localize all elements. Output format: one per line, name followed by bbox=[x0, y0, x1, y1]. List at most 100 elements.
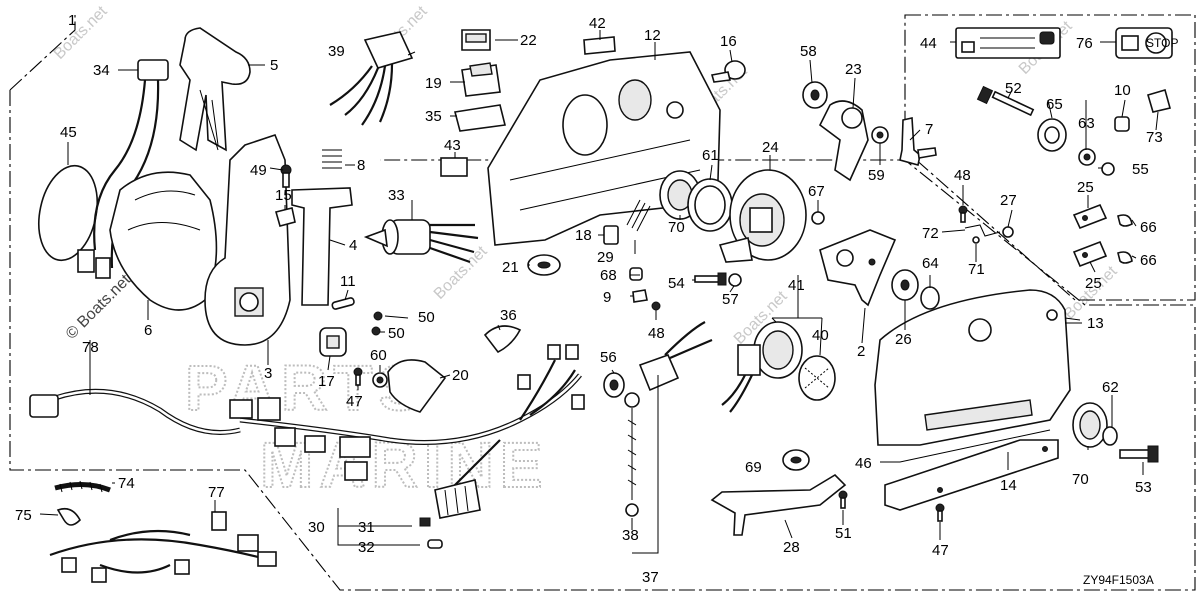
part-62-washer[interactable] bbox=[1102, 426, 1118, 446]
part-47-screw-a[interactable] bbox=[353, 367, 363, 386]
callout-65: 65 bbox=[1046, 96, 1063, 113]
part-25-link-a[interactable] bbox=[1072, 203, 1108, 230]
part-44-caution-label[interactable] bbox=[955, 27, 1061, 59]
part-72-spring[interactable] bbox=[964, 224, 1001, 237]
part-66-clip-a[interactable] bbox=[1117, 214, 1133, 227]
part-60-nut[interactable] bbox=[372, 372, 388, 388]
callout-58: 58 bbox=[800, 43, 817, 60]
part-73-clip[interactable] bbox=[1147, 89, 1171, 113]
part-4-bracket[interactable] bbox=[291, 187, 353, 306]
part-56-grommet[interactable] bbox=[603, 372, 625, 398]
part-36-wire-clip[interactable] bbox=[483, 325, 522, 354]
part-57-nut[interactable] bbox=[728, 273, 742, 287]
callout-35: 35 bbox=[425, 108, 442, 125]
part-65-collar[interactable] bbox=[1037, 118, 1067, 152]
part-18-clip[interactable] bbox=[603, 225, 619, 245]
callout-1: 1 bbox=[68, 12, 76, 29]
main-wire-harness[interactable] bbox=[239, 344, 585, 491]
part-27-clip[interactable] bbox=[1002, 226, 1014, 238]
part-71-pin[interactable] bbox=[972, 236, 980, 244]
part-49-screw[interactable] bbox=[280, 164, 292, 188]
callout-70a: 70 bbox=[668, 219, 685, 236]
part-47-screw-b[interactable] bbox=[935, 503, 945, 522]
part-48-screw-b[interactable] bbox=[958, 205, 968, 223]
part-8-spring[interactable] bbox=[322, 149, 342, 169]
part-58-bushing[interactable] bbox=[802, 81, 828, 109]
part-48-screw-a[interactable] bbox=[651, 301, 661, 311]
part-75-clamp[interactable] bbox=[56, 507, 81, 526]
part-50-screw-b[interactable] bbox=[371, 326, 381, 336]
part-35-gasket[interactable] bbox=[454, 104, 506, 132]
callout-72: 72 bbox=[922, 225, 939, 242]
part-9-clip[interactable] bbox=[632, 289, 648, 303]
part-23-cam-plate[interactable] bbox=[818, 100, 869, 182]
part-22-cap[interactable] bbox=[461, 29, 491, 51]
part-43-label[interactable] bbox=[440, 157, 468, 177]
part-20-plate[interactable] bbox=[387, 359, 447, 413]
part-52-bolt[interactable] bbox=[976, 85, 1035, 117]
part-55-nut[interactable] bbox=[1101, 162, 1115, 176]
callout-labels: 1 2 3 4 5 6 7 8 9 10 11 12 13 14 15 16 1… bbox=[15, 12, 1163, 586]
callout-56: 56 bbox=[600, 349, 617, 366]
part-78-harness[interactable] bbox=[29, 388, 296, 447]
part-76-stop-label[interactable]: STOP bbox=[1115, 27, 1178, 59]
part-3-lever-arm[interactable] bbox=[204, 134, 291, 346]
callout-71: 71 bbox=[968, 261, 985, 278]
part-28-throttle-arm[interactable] bbox=[710, 473, 847, 536]
part-19-switch[interactable] bbox=[461, 62, 501, 97]
callout-67: 67 bbox=[808, 183, 825, 200]
callout-21: 21 bbox=[502, 259, 519, 276]
callout-69: 69 bbox=[745, 459, 762, 476]
part-61-ring[interactable] bbox=[687, 178, 733, 232]
callout-30: 30 bbox=[308, 519, 325, 536]
part-14-cover-plate[interactable] bbox=[884, 439, 1059, 511]
callout-19: 19 bbox=[425, 75, 442, 92]
part-40-trim-switch[interactable] bbox=[798, 355, 836, 401]
part-21-grommet[interactable] bbox=[527, 254, 561, 276]
part-50-screw-a[interactable] bbox=[373, 311, 383, 321]
callout-45: 45 bbox=[60, 124, 77, 141]
part-53-bolt[interactable] bbox=[1119, 445, 1159, 463]
part-54-bolt[interactable] bbox=[694, 272, 727, 286]
part-33-key-switch[interactable] bbox=[363, 219, 479, 264]
callout-20: 20 bbox=[452, 367, 469, 384]
part-26-gear[interactable] bbox=[891, 269, 919, 301]
part-24-drum[interactable] bbox=[718, 169, 807, 263]
part-69-grommet[interactable] bbox=[782, 449, 810, 471]
part-7-lever[interactable] bbox=[899, 117, 937, 167]
callout-62: 62 bbox=[1102, 379, 1119, 396]
part-70-seal-b[interactable] bbox=[1072, 402, 1108, 448]
part-10-nut[interactable] bbox=[1114, 116, 1130, 132]
watermark-parts: PARTS bbox=[185, 352, 427, 424]
part-67-nut[interactable] bbox=[811, 211, 825, 225]
part-29-cable-ties[interactable] bbox=[626, 199, 651, 232]
part-42-label[interactable] bbox=[583, 36, 616, 55]
part-59-washer[interactable] bbox=[871, 126, 889, 144]
part-30-connector-set[interactable] bbox=[434, 479, 481, 519]
part-66-clip-b[interactable] bbox=[1117, 251, 1133, 264]
part-5-handle-grip[interactable] bbox=[179, 27, 251, 152]
part-13-side-plate[interactable] bbox=[874, 289, 1071, 446]
part-74-tube[interactable] bbox=[54, 480, 111, 493]
part-38-lanyard-switch[interactable] bbox=[624, 321, 713, 517]
callout-3: 3 bbox=[264, 365, 272, 382]
part-15-clip[interactable] bbox=[275, 207, 296, 227]
part-11-link[interactable] bbox=[331, 297, 355, 310]
callout-10: 10 bbox=[1114, 82, 1131, 99]
part-31-terminal[interactable] bbox=[419, 517, 431, 527]
part-68-cap[interactable] bbox=[629, 267, 643, 281]
part-51-screw[interactable] bbox=[838, 490, 848, 509]
callout-24: 24 bbox=[762, 139, 779, 156]
part-25-link-b[interactable] bbox=[1072, 240, 1108, 268]
part-77-harness[interactable] bbox=[49, 511, 277, 583]
watermark-text: Boats.net bbox=[51, 3, 111, 63]
part-16-grommet[interactable] bbox=[710, 60, 746, 83]
part-41-switch-assembly[interactable] bbox=[721, 321, 803, 413]
part-64-washer[interactable] bbox=[920, 286, 940, 310]
part-32-terminal[interactable] bbox=[427, 539, 443, 549]
part-2-shift-arm[interactable] bbox=[819, 229, 897, 307]
part-63-washer[interactable] bbox=[1078, 148, 1096, 166]
part-17-switch[interactable] bbox=[319, 327, 347, 357]
part-39-connector-block[interactable] bbox=[329, 31, 414, 126]
callout-70b: 70 bbox=[1072, 471, 1089, 488]
